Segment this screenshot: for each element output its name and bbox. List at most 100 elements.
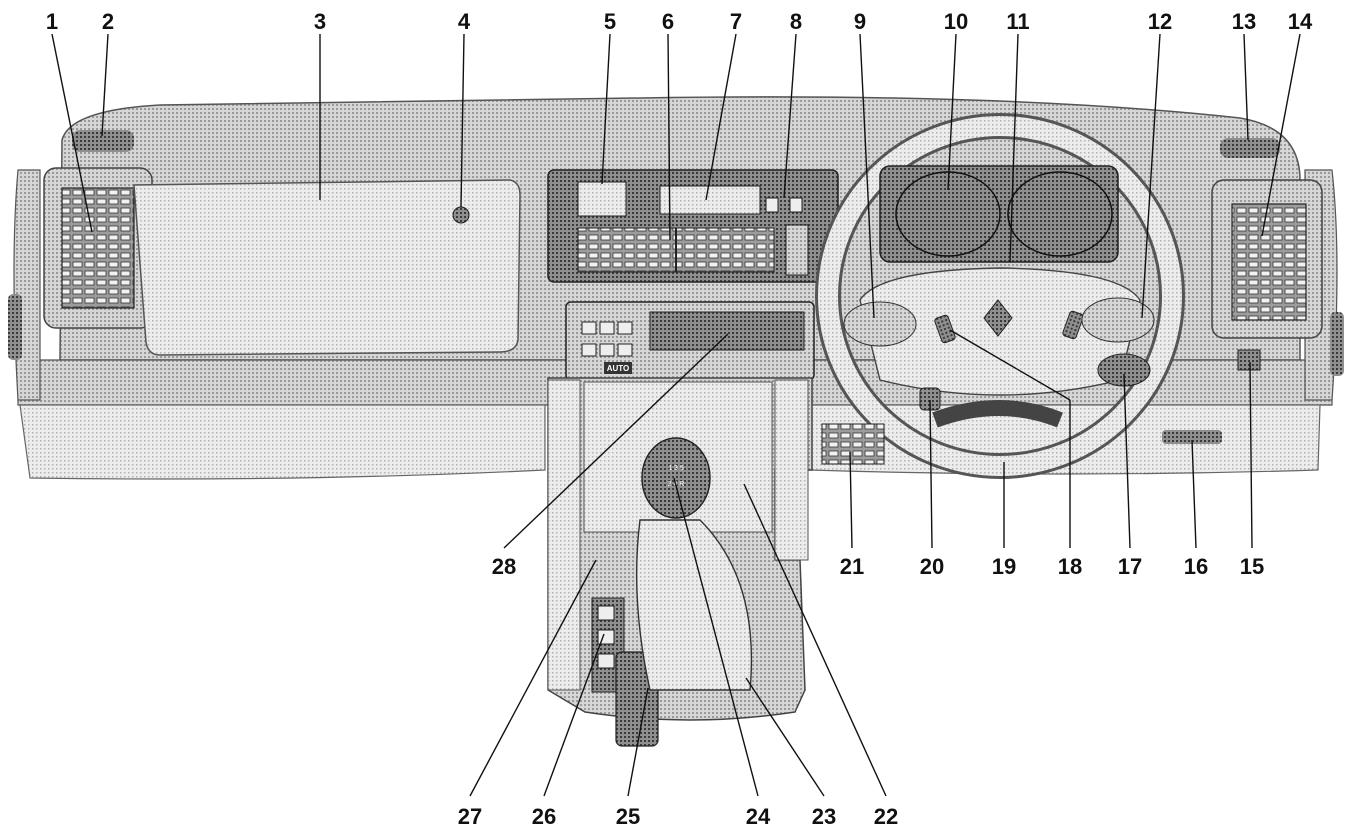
callout-25: 25 bbox=[616, 804, 640, 829]
callout-9: 9 bbox=[854, 9, 866, 34]
climate-auto-label: AUTO bbox=[607, 364, 630, 373]
lighting-stalk bbox=[843, 301, 917, 347]
steering-wheel-rim-inner bbox=[818, 116, 1182, 476]
shift-pattern-upper: 1 3 5 bbox=[668, 465, 684, 472]
callout-8: 8 bbox=[790, 9, 802, 34]
callout-16: 16 bbox=[1184, 554, 1208, 579]
climate-display bbox=[649, 311, 805, 351]
leader-20 bbox=[929, 399, 933, 549]
leader-16 bbox=[1191, 439, 1197, 549]
callout-17: 17 bbox=[1118, 554, 1142, 579]
left-end-cap bbox=[13, 169, 41, 401]
callout-27: 27 bbox=[458, 804, 482, 829]
upper-console-switch-b bbox=[789, 197, 803, 213]
callout-6: 6 bbox=[662, 9, 674, 34]
leader-5 bbox=[601, 33, 611, 185]
glovebox-lock bbox=[452, 206, 470, 224]
climate-auto-badge bbox=[604, 362, 632, 374]
climate-button-6 bbox=[617, 343, 633, 357]
leader-2 bbox=[101, 33, 109, 137]
callout-14: 14 bbox=[1288, 9, 1313, 34]
leader-1 bbox=[51, 33, 93, 233]
speedometer bbox=[895, 171, 1001, 257]
leader-13 bbox=[1243, 33, 1249, 141]
callout-23: 23 bbox=[812, 804, 836, 829]
leader-24 bbox=[673, 477, 759, 797]
callout-7: 7 bbox=[730, 9, 742, 34]
right-air-vent-grille bbox=[1231, 203, 1307, 321]
leader-4 bbox=[460, 33, 465, 208]
side-switch-column bbox=[785, 224, 809, 276]
climate-button-1 bbox=[581, 321, 597, 335]
leader-8 bbox=[783, 33, 797, 199]
warning-lights-panel bbox=[659, 185, 761, 215]
callout-15: 15 bbox=[1240, 554, 1264, 579]
callout-1: 1 bbox=[46, 9, 58, 34]
left-demister-vent bbox=[72, 130, 134, 152]
dashboard-illustration: AUTO 1 3 5 2 4 R bbox=[8, 96, 1344, 747]
mirror-adjust-switch bbox=[1237, 349, 1261, 371]
right-demister-vent bbox=[1220, 138, 1280, 158]
console-side-left bbox=[547, 379, 581, 691]
wiper-stalk bbox=[1081, 297, 1155, 343]
steering-wheel bbox=[815, 113, 1185, 479]
callout-26: 26 bbox=[532, 804, 556, 829]
bonnet-release bbox=[1162, 430, 1222, 444]
cruise-switch-right bbox=[1062, 310, 1084, 340]
climate-button-5 bbox=[599, 343, 615, 357]
climate-button-3 bbox=[617, 321, 633, 335]
leader-11 bbox=[1009, 33, 1019, 263]
leader-12 bbox=[1141, 33, 1161, 319]
leader-25 bbox=[627, 687, 649, 797]
leader-14 bbox=[1261, 33, 1301, 237]
horn-logo bbox=[983, 299, 1013, 337]
left-air-vent-grille bbox=[61, 187, 135, 309]
callout-28: 28 bbox=[492, 554, 516, 579]
leader-10 bbox=[947, 33, 957, 191]
callout-18: 18 bbox=[1058, 554, 1082, 579]
callout-12: 12 bbox=[1148, 9, 1172, 34]
leader-6 bbox=[667, 33, 671, 241]
glovebox-panel bbox=[133, 179, 521, 356]
window-switch-3 bbox=[597, 653, 615, 669]
right-side-knob bbox=[1330, 312, 1344, 376]
callout-3: 3 bbox=[314, 9, 326, 34]
callout-24: 24 bbox=[746, 804, 771, 829]
leader-18b bbox=[949, 329, 1071, 401]
climate-button-2 bbox=[599, 321, 615, 335]
leader-23 bbox=[745, 677, 825, 797]
leader-15 bbox=[1249, 361, 1253, 549]
leader-27 bbox=[469, 559, 597, 797]
leader-7 bbox=[705, 33, 737, 201]
steering-bottom-spoke bbox=[932, 400, 1063, 428]
gear-lever-boot bbox=[635, 519, 753, 691]
cruise-switch-left bbox=[934, 314, 956, 344]
leader-17 bbox=[1123, 373, 1131, 549]
leader-21 bbox=[849, 451, 853, 549]
console-side-right bbox=[774, 379, 809, 561]
leader-26 bbox=[543, 633, 605, 797]
left-side-knob bbox=[8, 294, 22, 360]
callout-20: 20 bbox=[920, 554, 944, 579]
callout-19: 19 bbox=[992, 554, 1016, 579]
callout-10: 10 bbox=[944, 9, 968, 34]
climate-button-4 bbox=[581, 343, 597, 357]
callout-2: 2 bbox=[102, 9, 114, 34]
leader-28 bbox=[503, 333, 729, 549]
callout-numbers: 1 2 3 4 5 6 7 8 9 10 11 12 13 14 15 16 1… bbox=[46, 9, 1313, 829]
callout-21: 21 bbox=[840, 554, 864, 579]
callout-4: 4 bbox=[458, 9, 471, 34]
callout-5: 5 bbox=[604, 9, 616, 34]
callout-11: 11 bbox=[1006, 9, 1029, 34]
upper-console-switch-a bbox=[765, 197, 779, 213]
hazard-switch bbox=[577, 181, 627, 217]
callout-22: 22 bbox=[874, 804, 898, 829]
leader-22 bbox=[743, 483, 887, 797]
callout-13: 13 bbox=[1232, 9, 1256, 34]
footwell-vent bbox=[821, 423, 885, 465]
dash-knee-panel bbox=[19, 404, 546, 480]
window-switch-1 bbox=[597, 605, 615, 621]
leader-9 bbox=[859, 33, 875, 319]
tachometer bbox=[1007, 171, 1113, 257]
